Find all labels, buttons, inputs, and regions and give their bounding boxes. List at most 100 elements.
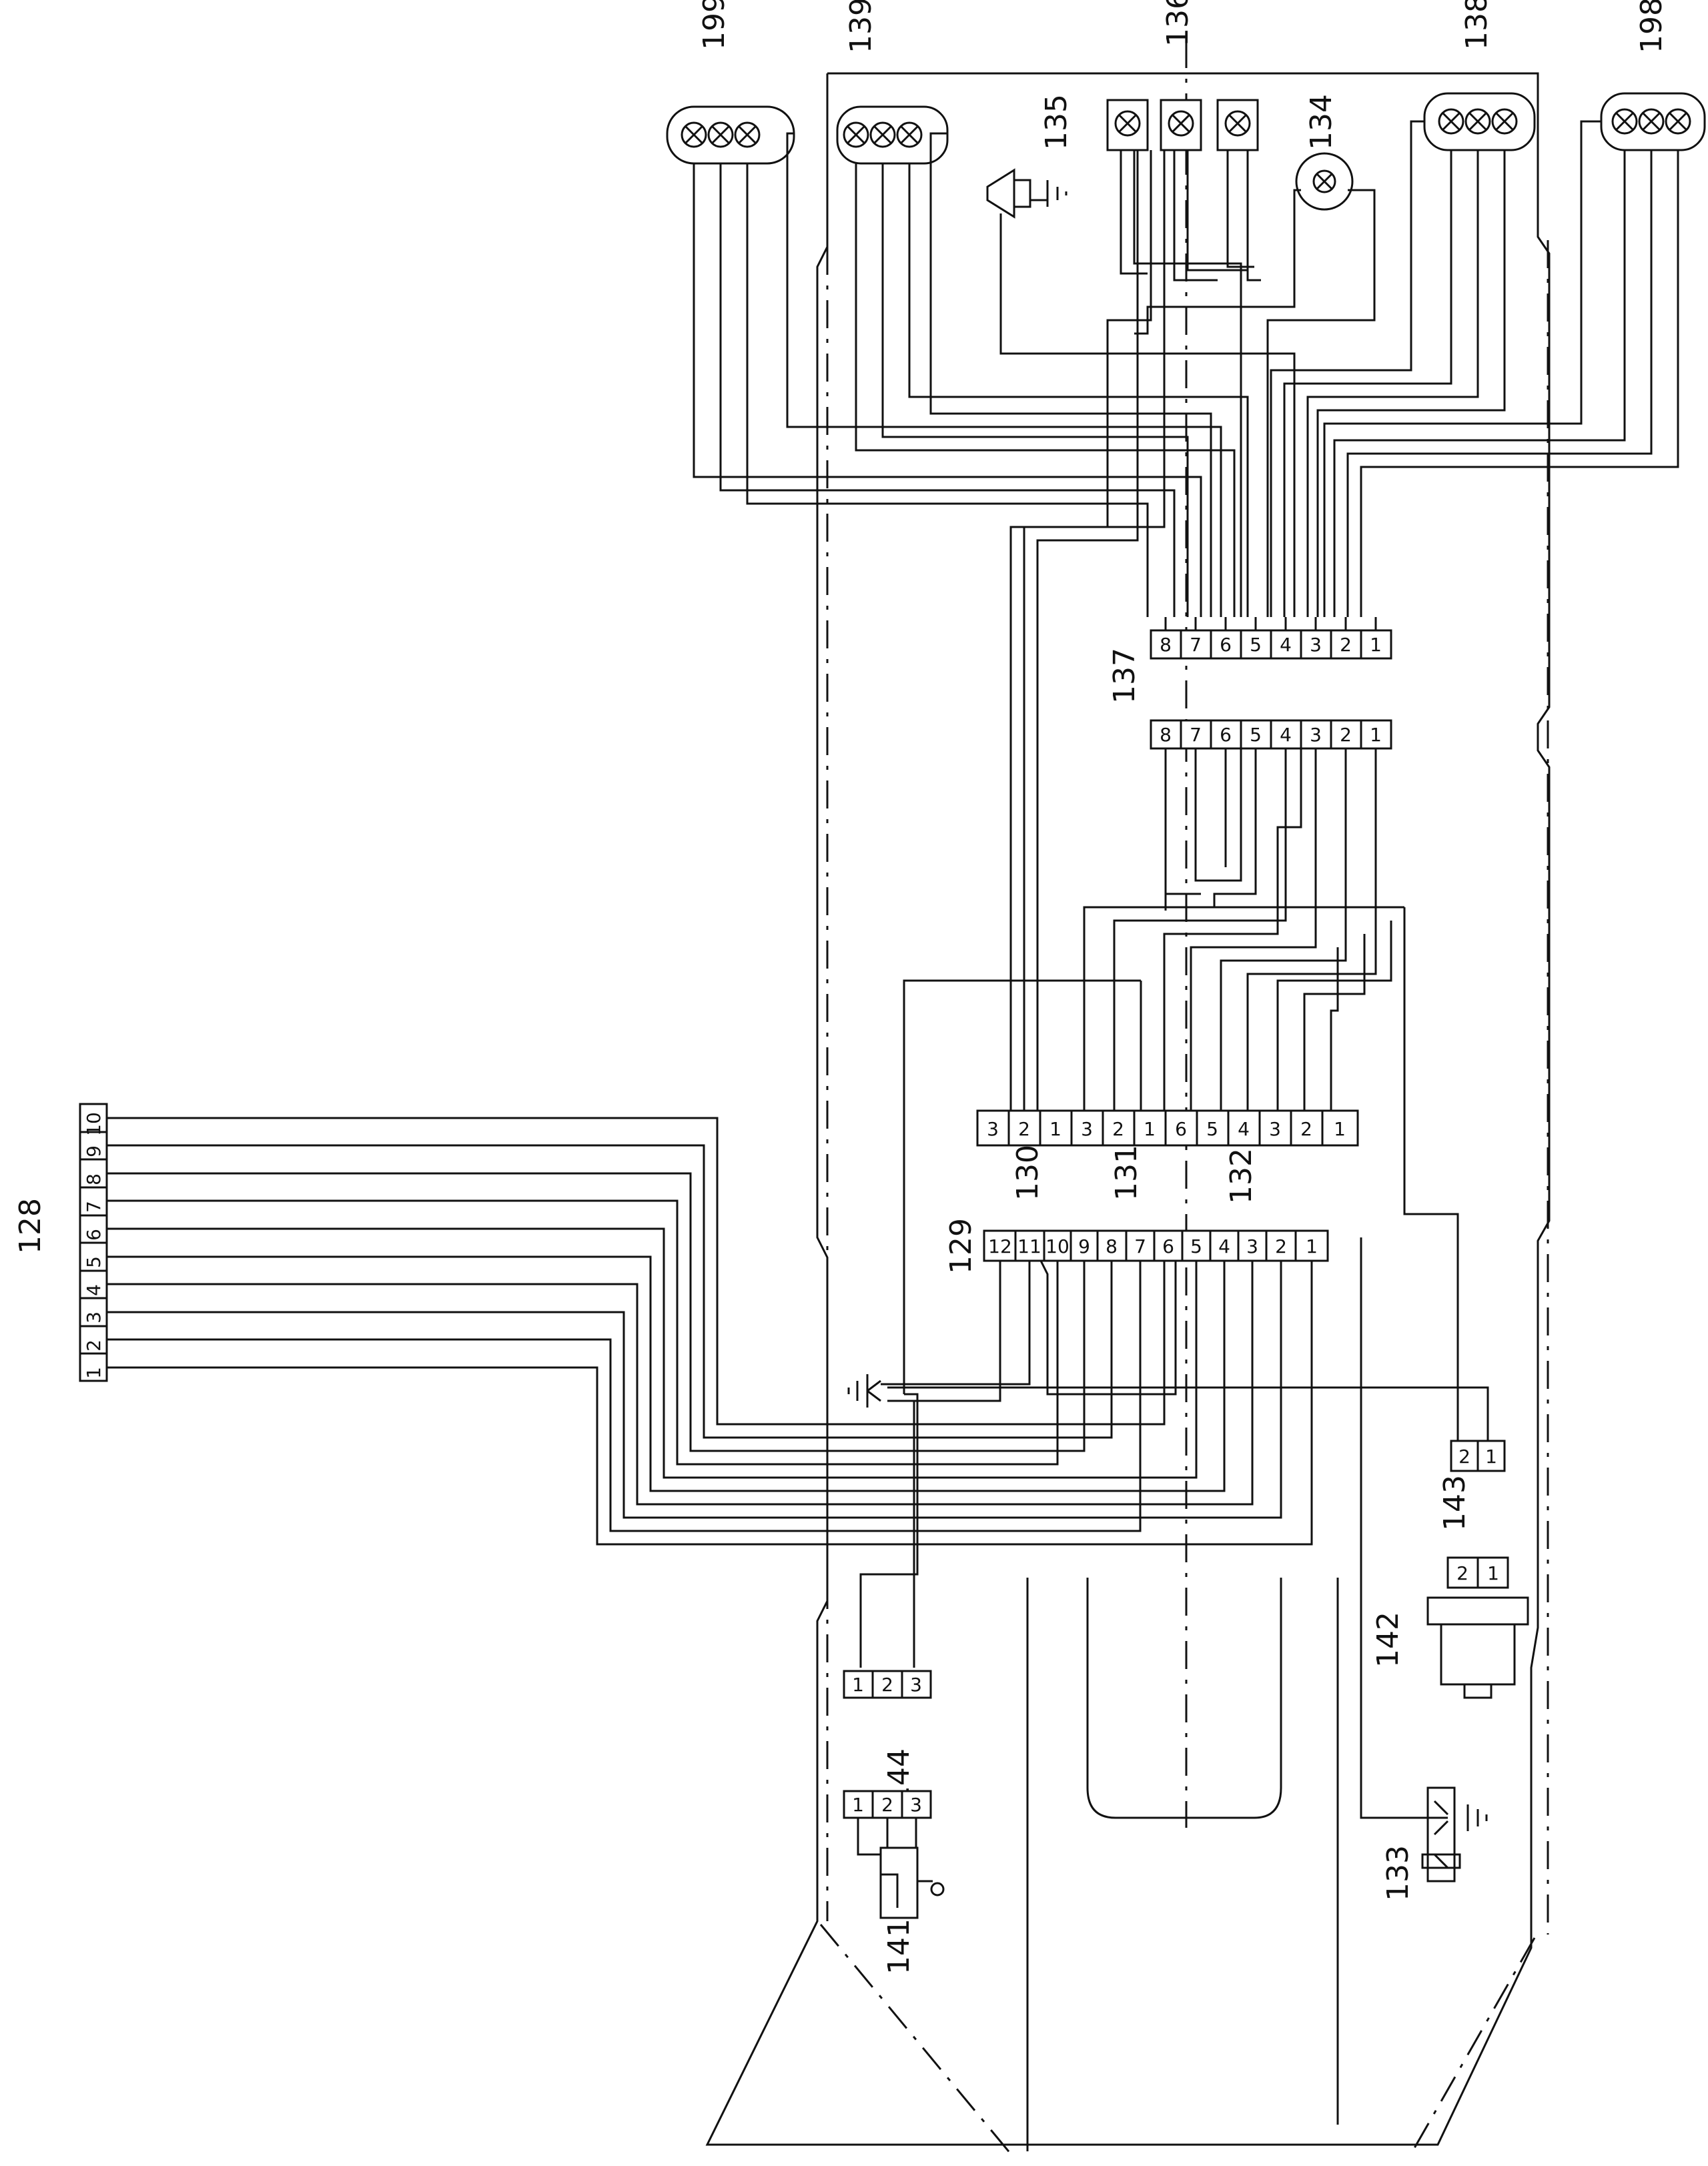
pin-label: 12 <box>988 1235 1012 1257</box>
label-131: 131 <box>1110 1145 1144 1201</box>
pin-label: 1 <box>1049 1118 1061 1140</box>
pin-label: 1 <box>1370 724 1382 746</box>
ground-icon <box>847 1374 881 1408</box>
label-143: 143 <box>1438 1475 1472 1531</box>
pin-label: 2 <box>1112 1118 1124 1140</box>
label-199: 199 <box>697 0 731 50</box>
pin-label: 3 <box>1310 634 1322 656</box>
ground-icon <box>1466 1804 1488 1831</box>
pin-label: 8 <box>1106 1235 1118 1257</box>
lamp-group-136 <box>1106 99 1259 151</box>
label-130: 130 <box>1011 1145 1045 1201</box>
lamp-cross-icon <box>896 121 923 148</box>
label-128: 128 <box>13 1198 47 1254</box>
pin-label: 4 <box>1280 724 1292 746</box>
lamp-cross-icon <box>1665 108 1691 135</box>
bulb-134 <box>1295 152 1354 211</box>
pin-label: 1 <box>1144 1118 1156 1140</box>
pin-label: 4 <box>1280 634 1292 656</box>
pin-label: 6 <box>1162 1235 1174 1257</box>
pin-label: 3 <box>910 1674 922 1696</box>
connector-143-switch-side: 2 1 <box>1446 1556 1509 1589</box>
pin-label: 5 <box>83 1256 105 1268</box>
pin-label: 10 <box>1045 1235 1070 1257</box>
connector-144-harness-side: 1 2 3 <box>843 1670 932 1699</box>
pin-label: 10 <box>83 1112 105 1136</box>
pin-label: 2 <box>881 1794 893 1816</box>
reference-labels: 199 139 136 138 198 135 134 137 128 129 … <box>13 0 1669 1975</box>
pin-label: 2 <box>1340 634 1352 656</box>
lamp-cross-icon <box>843 121 869 148</box>
pin-label: 1 <box>852 1794 864 1816</box>
lamp-cross-icon <box>1611 108 1638 135</box>
pin-label: 8 <box>83 1173 105 1185</box>
lamp-cross-icon <box>1168 110 1194 137</box>
pin-label: 2 <box>1340 724 1352 746</box>
label-136: 136 <box>1161 0 1195 47</box>
pin-label: 5 <box>1250 634 1262 656</box>
label-139: 139 <box>844 0 878 53</box>
pin-label: 6 <box>1175 1118 1187 1140</box>
label-134: 134 <box>1304 94 1338 150</box>
label-132: 132 <box>1224 1148 1258 1204</box>
lamp-cross-icon <box>734 121 761 148</box>
pin-label: 1 <box>1487 1562 1499 1584</box>
lamp-cross-icon <box>707 121 734 148</box>
pin-label: 2 <box>1300 1118 1312 1140</box>
pin-label: 2 <box>83 1339 105 1351</box>
pin-label: 7 <box>1134 1235 1146 1257</box>
lamp-cross-icon <box>1114 110 1141 137</box>
pin-label: 5 <box>1206 1118 1218 1140</box>
bulb-icon <box>1295 152 1354 211</box>
lamp-cluster-198 <box>1600 92 1706 151</box>
pin-label: 2 <box>1458 1446 1470 1468</box>
pin-label: 1 <box>1334 1118 1346 1140</box>
lamp-cross-icon <box>1464 108 1491 135</box>
middle-harness-wires <box>903 748 1459 1441</box>
lamp-cluster-199 <box>666 105 795 165</box>
label-138: 138 <box>1460 0 1494 50</box>
pin-label: 6 <box>83 1229 105 1241</box>
pin-label: 3 <box>1081 1118 1093 1140</box>
pin-label: 3 <box>1246 1235 1258 1257</box>
pin-label: 1 <box>1306 1235 1318 1257</box>
pin-label: 3 <box>1269 1118 1281 1140</box>
label-142: 142 <box>1371 1612 1405 1668</box>
pin-label: 6 <box>1220 724 1232 746</box>
lower-harness-wires <box>107 1117 1489 1668</box>
pin-label: 5 <box>1190 1235 1202 1257</box>
pin-label: 1 <box>83 1367 105 1379</box>
pin-label: 1 <box>852 1674 864 1696</box>
lamp-cross-icon <box>1224 110 1251 137</box>
horn-icon <box>986 168 1031 219</box>
solenoid-valve-icon <box>1421 1786 1461 1882</box>
lamp-cluster-138 <box>1423 92 1536 151</box>
pin-label: 3 <box>910 1794 922 1816</box>
pin-label: 3 <box>1310 724 1322 746</box>
connector-144-switch-side: 1 2 3 <box>843 1790 932 1819</box>
label-137: 137 <box>1108 648 1142 704</box>
pin-label: 5 <box>1250 724 1262 746</box>
pin-label: 8 <box>1160 634 1172 656</box>
solenoid-valve-133 <box>1360 1237 1488 1882</box>
lamp-cross-icon <box>1491 108 1518 135</box>
toggle-switch-141 <box>857 1818 945 1919</box>
upper-harness-wires <box>693 120 1679 1111</box>
ground-icon <box>1046 180 1068 207</box>
connector-129: 12 11 10 9 8 7 6 5 4 3 2 1 <box>983 1229 1329 1262</box>
pin-label: 2 <box>1018 1118 1030 1140</box>
pin-label: 3 <box>987 1118 999 1140</box>
pin-label: 11 <box>1017 1235 1041 1257</box>
pin-label: 4 <box>1238 1118 1250 1140</box>
pin-label: 9 <box>1078 1235 1090 1257</box>
pin-label: 2 <box>881 1674 893 1696</box>
pin-label: 8 <box>1160 724 1172 746</box>
pressure-switch-icon <box>1426 1596 1529 1699</box>
label-141: 141 <box>882 1919 916 1975</box>
connector-137-lower: 8 7 6 5 4 3 2 1 <box>1150 719 1392 750</box>
pin-label: 4 <box>1218 1235 1230 1257</box>
label-198: 198 <box>1635 0 1669 53</box>
pin-label: 7 <box>1190 634 1202 656</box>
pin-label: 3 <box>83 1311 105 1323</box>
pin-label: 2 <box>1456 1562 1468 1584</box>
